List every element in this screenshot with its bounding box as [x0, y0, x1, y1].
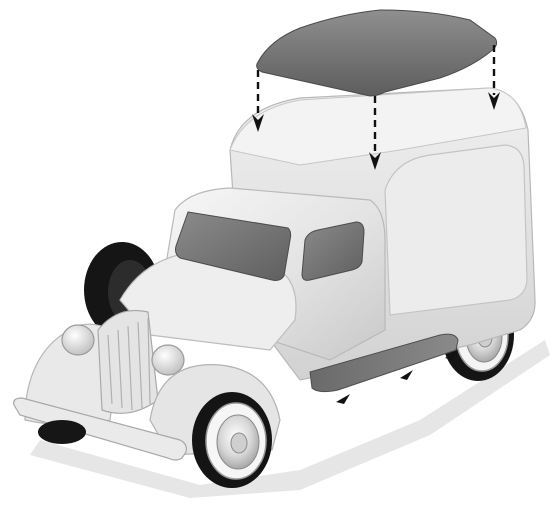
- right-headlamp: [152, 345, 184, 375]
- front-left-wheel: [38, 420, 86, 444]
- cargo-side-panel: [385, 145, 527, 315]
- front-right-wheel: [192, 392, 272, 488]
- grille: [98, 310, 158, 413]
- placement-marker-icon: [400, 370, 413, 380]
- roof-panel: [257, 10, 497, 96]
- placement-marker-icon: [336, 394, 350, 404]
- left-headlamp: [62, 325, 94, 355]
